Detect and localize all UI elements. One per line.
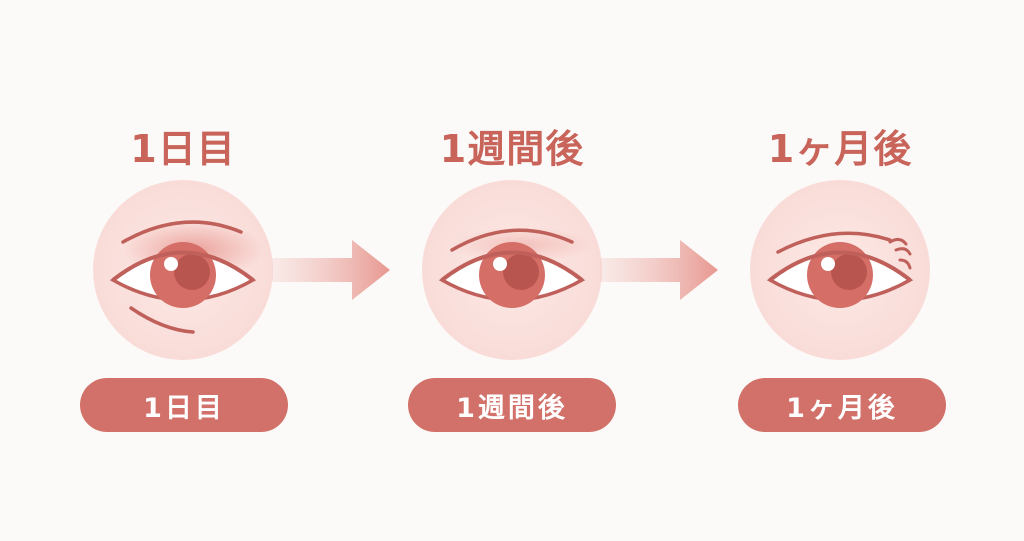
stage-heading: 1日目 bbox=[130, 127, 236, 171]
stage-label-pill: 1日目 bbox=[80, 378, 288, 432]
arrow-right-icon bbox=[600, 240, 718, 300]
stage-heading: 1ヶ月後 bbox=[767, 127, 913, 171]
eye-healed-illustration bbox=[750, 180, 930, 360]
eye-mild-illustration bbox=[422, 180, 602, 360]
stage-label-pill: 1週間後 bbox=[408, 378, 616, 432]
stage-label-pill: 1ヶ月後 bbox=[738, 378, 946, 432]
stage-heading: 1週間後 bbox=[439, 127, 585, 171]
arrow-right-icon bbox=[272, 240, 390, 300]
eye-swollen-illustration bbox=[93, 180, 273, 360]
